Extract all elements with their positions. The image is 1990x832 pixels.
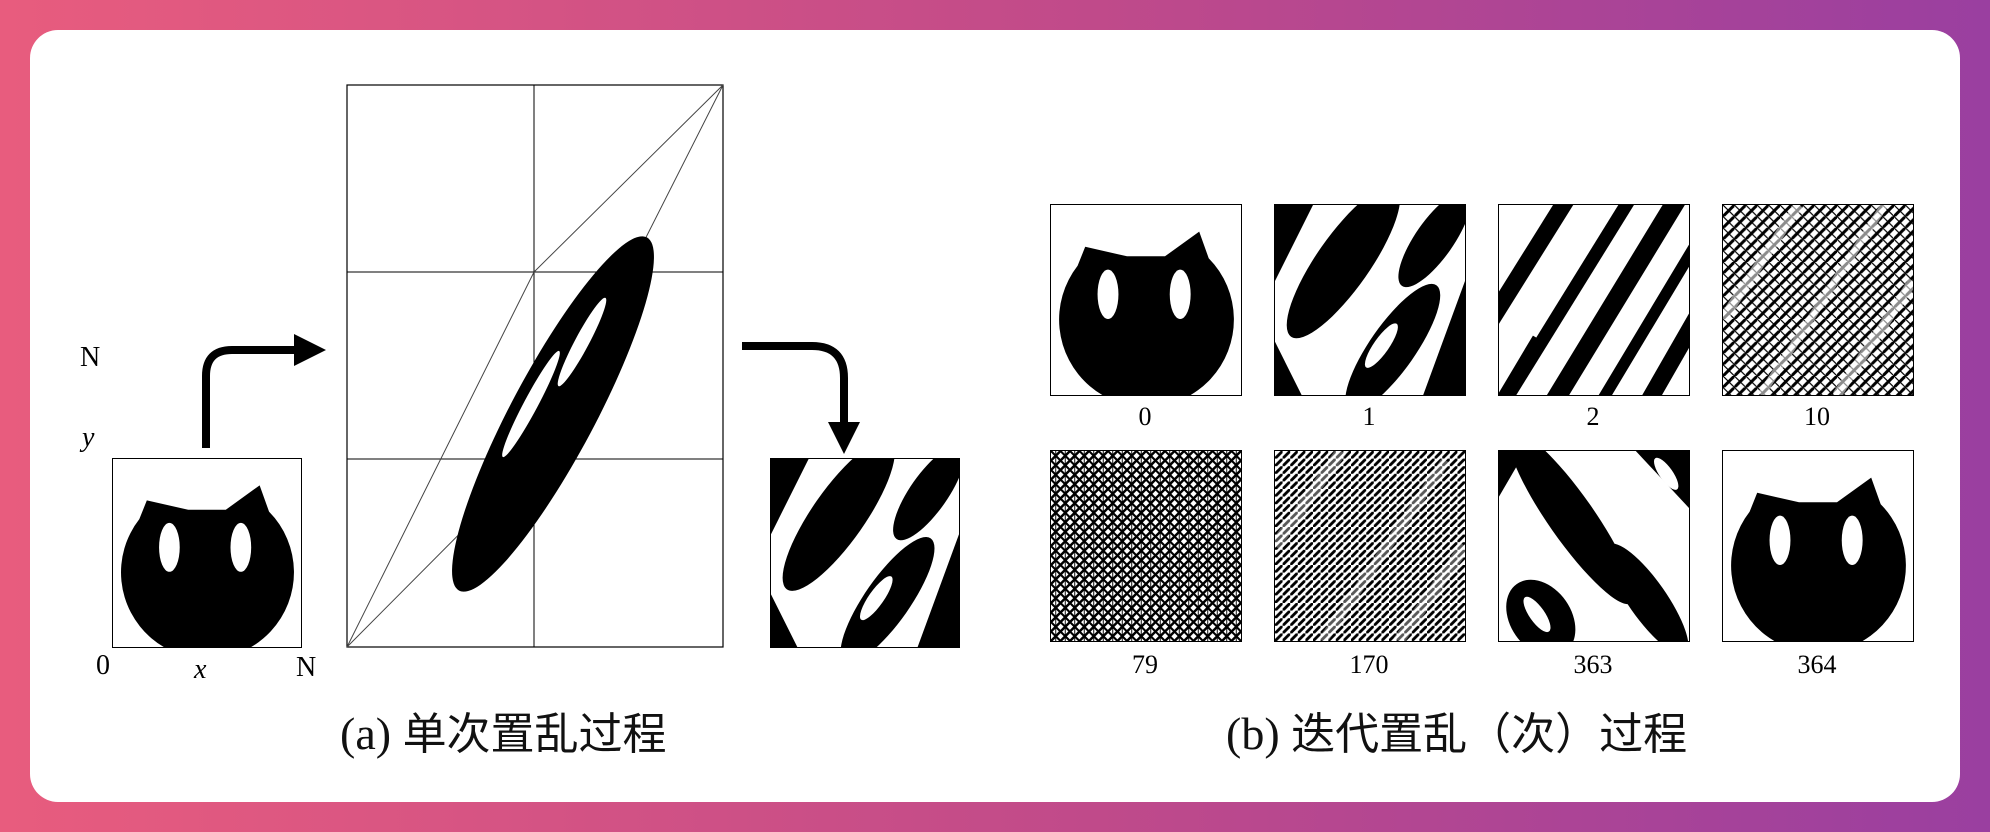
iteration-label: 363 xyxy=(1573,650,1613,679)
axis-y-label: y xyxy=(82,422,95,453)
scrambled-result-image xyxy=(770,458,960,648)
axis-origin-label: 0 xyxy=(96,650,110,681)
iteration-label: 170 xyxy=(1349,650,1389,679)
iteration-label: 2 xyxy=(1586,402,1600,431)
transform-arrow-icon xyxy=(202,334,326,448)
figure-card: N y 0 x N xyxy=(30,30,1960,802)
caption-panel-b: (b) 迭代置乱（次）过程 xyxy=(1226,698,1687,762)
caption-panel-a: (a) 单次置乱过程 xyxy=(340,698,667,762)
wrap-arrow-icon xyxy=(742,342,860,454)
iteration-1-image xyxy=(1274,204,1466,396)
original-cat-image xyxy=(112,458,302,648)
caption-a-prefix: (a) xyxy=(340,708,392,759)
caption-b-text: 迭代置乱（次）过程 xyxy=(1291,709,1688,760)
axis-x-label: x xyxy=(194,654,207,685)
iteration-170-image xyxy=(1274,450,1466,642)
iteration-10-image xyxy=(1722,204,1914,396)
iteration-label: 1 xyxy=(1362,402,1376,431)
caption-b-prefix: (b) xyxy=(1226,708,1280,759)
iteration-2-image xyxy=(1498,204,1690,396)
stretch-transform-diagram xyxy=(346,84,724,648)
iteration-0-image xyxy=(1050,204,1242,396)
axis-n-top-label: N xyxy=(80,342,101,373)
iteration-label: 364 xyxy=(1797,650,1837,679)
axis-n-right-label: N xyxy=(296,652,317,683)
iteration-label: 79 xyxy=(1132,650,1158,679)
iteration-label: 10 xyxy=(1804,402,1830,431)
caption-a-text: 单次置乱过程 xyxy=(402,709,667,760)
iteration-363-image xyxy=(1498,450,1690,642)
iteration-79-image xyxy=(1050,450,1242,642)
iteration-label: 0 xyxy=(1138,402,1152,431)
iteration-364-image xyxy=(1722,450,1914,642)
